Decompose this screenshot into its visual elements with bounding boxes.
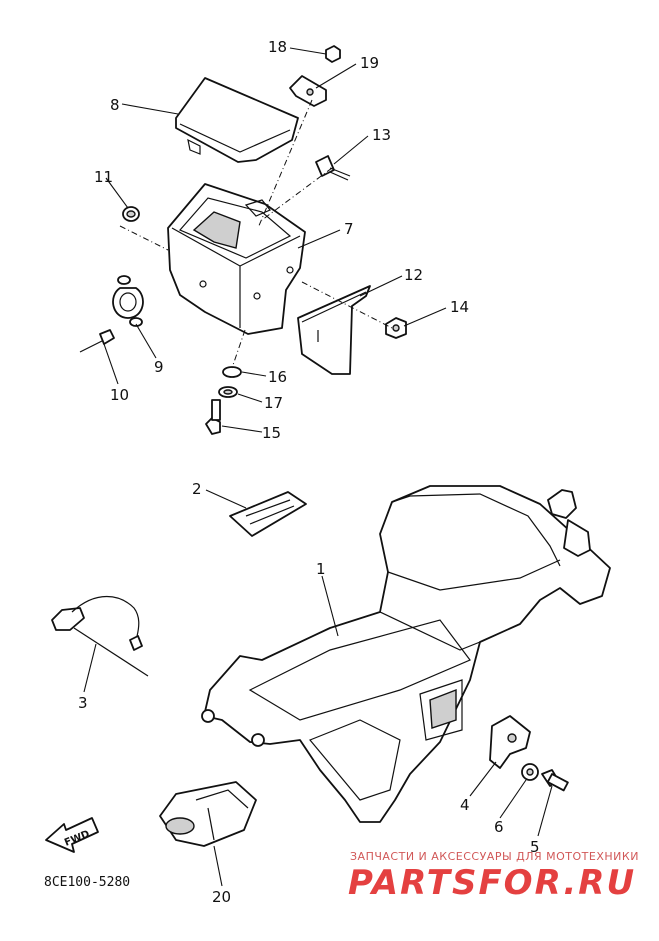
part-19-clip	[289, 75, 327, 107]
part-14-nut	[385, 317, 407, 339]
part-15-bolt	[205, 399, 221, 435]
watermark-brand: PARTSFOR.RU	[348, 863, 636, 903]
callout-5: 5	[530, 838, 540, 856]
callout-4: 4	[460, 796, 470, 814]
callout-11: 11	[94, 168, 113, 186]
callout-12: 12	[404, 266, 423, 284]
callout-19: 19	[360, 54, 379, 72]
callout-6: 6	[494, 818, 504, 836]
part-7-storage-box	[167, 183, 306, 335]
diagram-code: 8CE100-5280	[44, 875, 130, 890]
callout-10: 10	[110, 386, 129, 404]
leader-lines	[83, 47, 553, 887]
part-5-bolt	[541, 769, 569, 792]
part-10-screw	[79, 329, 115, 353]
callout-3: 3	[78, 694, 88, 712]
callout-14: 14	[450, 298, 469, 316]
part-2-label	[229, 491, 307, 537]
callout-15: 15	[262, 424, 281, 442]
part-13-bolt	[315, 155, 351, 181]
callout-20: 20	[212, 888, 231, 906]
part-6-washer	[521, 763, 539, 781]
part-3-cable	[51, 596, 149, 677]
part-1-frame	[201, 485, 611, 823]
fwd-arrow: FWD	[45, 817, 99, 853]
callout-1: 1	[316, 560, 326, 578]
callout-numbers: 1 2 3 4 5 6 7 8 9 10 11 12 13 14 15 16 1…	[78, 38, 540, 906]
part-17-washer	[218, 386, 238, 398]
callout-16: 16	[268, 368, 287, 386]
watermark-tagline: ЗАПЧАСТИ И АКСЕССУАРЫ ДЛЯ МОТОТЕХНИКИ	[350, 850, 639, 863]
callout-17: 17	[264, 394, 283, 412]
part-9-gasket	[112, 275, 144, 327]
callout-9: 9	[154, 358, 164, 376]
part-16-washer	[222, 366, 242, 378]
callout-7: 7	[344, 220, 354, 238]
callout-18: 18	[268, 38, 287, 56]
assembly-lines	[119, 99, 393, 369]
part-18-nut	[325, 45, 341, 63]
watermark: ЗАПЧАСТИ И АКСЕССУАРЫ ДЛЯ МОТОТЕХНИКИ PA…	[348, 850, 639, 903]
callout-2: 2	[192, 480, 202, 498]
part-8-lid	[175, 77, 299, 163]
part-11-grommet	[122, 206, 140, 222]
callout-13: 13	[372, 126, 391, 144]
part-20-connector-boot	[159, 781, 257, 847]
callout-8: 8	[110, 96, 120, 114]
part-4-bracket	[489, 715, 531, 769]
part-12-bracket	[297, 285, 371, 375]
